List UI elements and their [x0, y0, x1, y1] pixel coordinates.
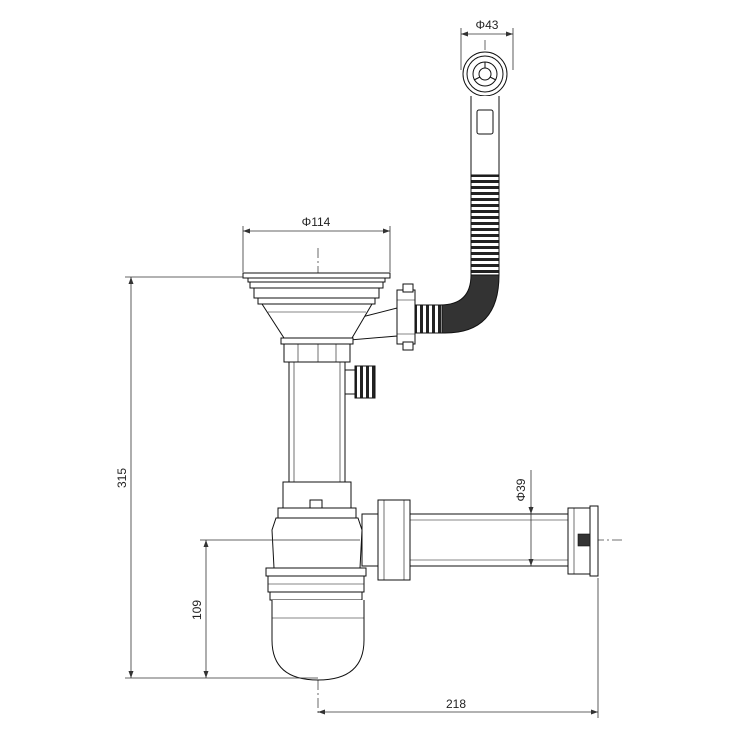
dim-label-height: 315	[115, 468, 129, 488]
dim-label-outlet-diameter: Φ43	[476, 18, 499, 32]
dim-label-pipe-diameter: Φ39	[514, 478, 528, 501]
dim-trap-height: 109	[190, 539, 360, 678]
dim-strainer-diameter: Φ114	[242, 215, 391, 272]
dim-pipe-diameter: Φ39	[514, 470, 534, 566]
dim-outlet-diameter: Φ43	[460, 18, 514, 70]
tailpiece	[288, 361, 376, 483]
dim-label-horizontal-length: 218	[446, 697, 466, 711]
overflow-outlet	[462, 51, 508, 176]
sink-strainer	[242, 272, 391, 363]
dim-label-strainer-diameter: Φ114	[302, 215, 331, 229]
overflow-hose	[411, 174, 500, 334]
bottle-trap	[265, 481, 367, 681]
overflow-connector	[349, 283, 416, 351]
dim-horizontal-length: 218	[318, 578, 599, 718]
dim-height: 315	[115, 276, 318, 679]
dim-label-trap-height: 109	[190, 600, 204, 620]
outlet-pipe	[361, 499, 599, 581]
